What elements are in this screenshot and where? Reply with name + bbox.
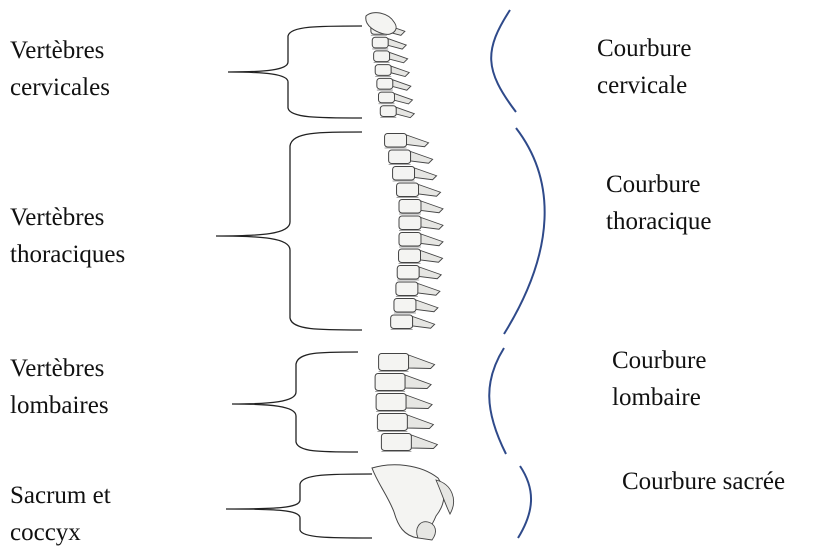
vertebra	[372, 37, 388, 48]
vertebra	[378, 92, 394, 103]
vertebra	[399, 233, 421, 247]
spinous-process	[421, 251, 443, 263]
spinous-process	[393, 80, 411, 90]
vertebra	[376, 394, 406, 411]
spinous-process	[394, 94, 412, 104]
vertebra	[380, 106, 396, 117]
vertebra	[399, 249, 421, 263]
spinous-process	[407, 135, 429, 147]
vertebra	[379, 354, 409, 371]
vertebra	[397, 266, 419, 280]
vertebra	[374, 51, 390, 62]
vertebra	[375, 65, 391, 76]
spinous-process	[409, 355, 435, 369]
spinous-process	[418, 284, 440, 296]
vertebra	[399, 216, 421, 230]
bracket-cervical	[228, 26, 362, 118]
spinous-process	[411, 152, 433, 164]
vertebra	[381, 434, 411, 451]
spinous-process	[421, 218, 443, 230]
spinous-process	[421, 201, 443, 213]
spinous-process	[390, 52, 408, 62]
spinous-process	[413, 317, 435, 329]
vertebra	[393, 167, 415, 181]
spinous-process	[396, 107, 414, 117]
vertebra	[397, 183, 419, 197]
vertebra	[375, 374, 405, 391]
vertebra	[377, 414, 407, 431]
spinous-process	[407, 415, 433, 429]
vertebra	[377, 78, 393, 89]
spinous-process	[388, 39, 406, 49]
vertebra	[394, 299, 416, 313]
coccyx	[417, 522, 436, 540]
spine-illustration	[366, 13, 454, 540]
vertebra	[391, 315, 413, 329]
curve-lumbar	[489, 348, 506, 454]
spinous-process	[405, 375, 431, 389]
vertebra	[396, 282, 418, 296]
spinous-process	[419, 267, 441, 279]
spinous-process	[416, 300, 438, 312]
brackets	[216, 26, 372, 538]
bracket-thoracic	[216, 132, 362, 330]
spinous-process	[406, 395, 432, 409]
spinous-process	[419, 185, 441, 197]
vertebra	[385, 134, 407, 148]
spinous-process	[421, 234, 443, 246]
curve-cervical	[491, 10, 516, 112]
curve-sacral	[518, 466, 531, 538]
vertebra	[389, 150, 411, 164]
atlas-vertebra	[366, 13, 396, 35]
spinous-process	[411, 435, 437, 449]
spinous-process	[415, 168, 437, 180]
vertebra	[399, 200, 421, 214]
curve-thoracic	[504, 128, 545, 334]
curvature-lines	[489, 10, 544, 538]
bracket-lumbar	[232, 352, 358, 452]
spinous-process	[391, 66, 409, 76]
bracket-sacrum	[226, 474, 372, 538]
